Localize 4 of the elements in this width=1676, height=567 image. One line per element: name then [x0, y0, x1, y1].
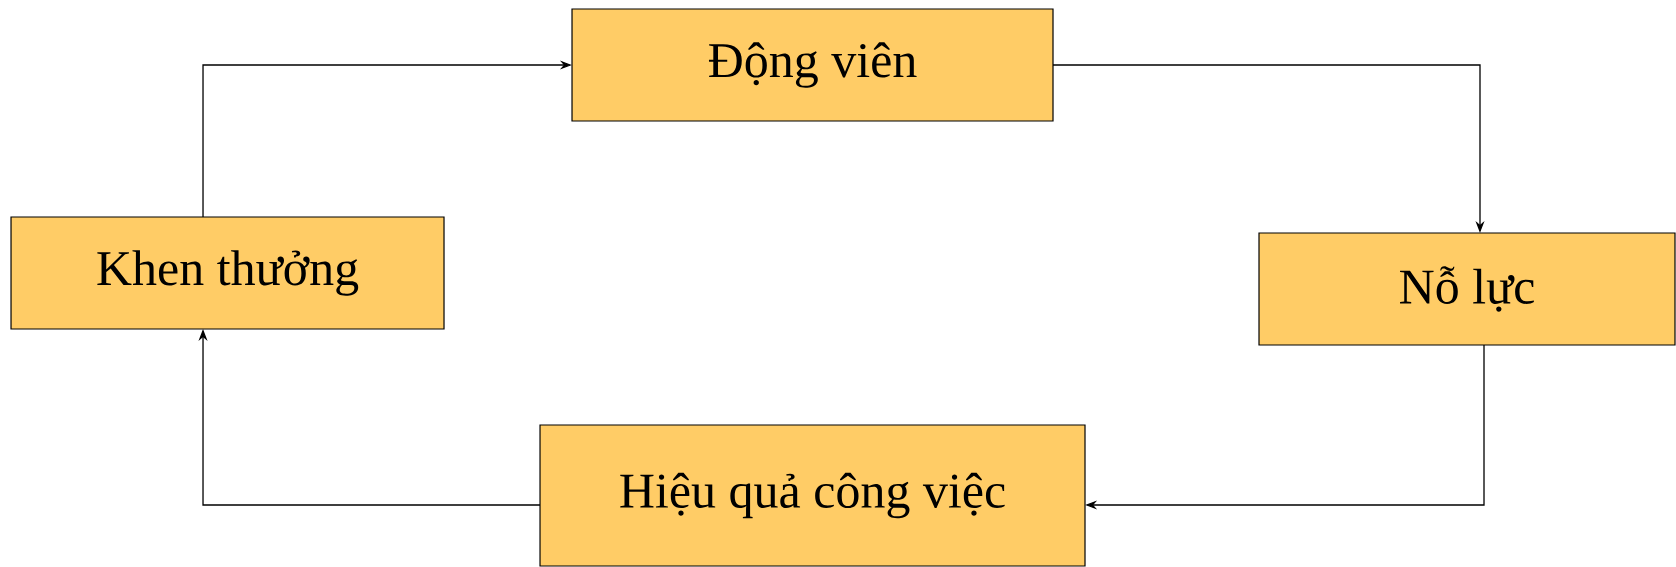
process-box: Nỗ lực [1258, 232, 1676, 346]
process-box: Động viên [571, 8, 1054, 122]
process-box: Khen thưởng [10, 216, 445, 330]
process-box: Hiệu quả công việc [539, 424, 1086, 567]
